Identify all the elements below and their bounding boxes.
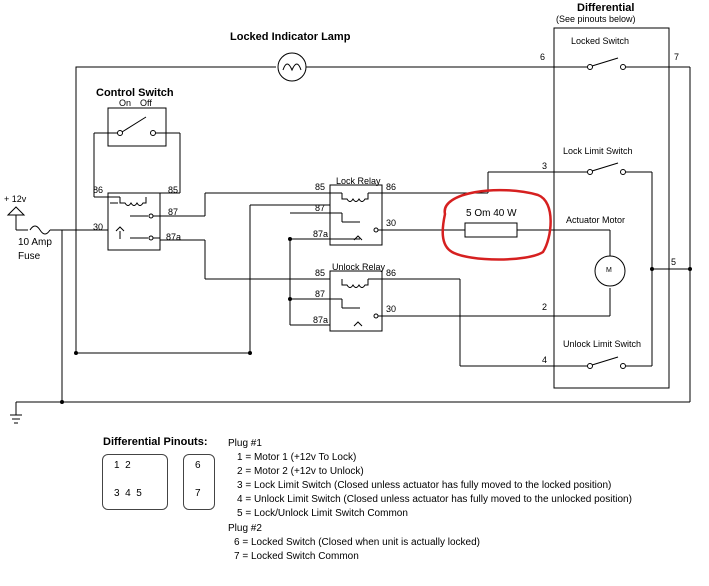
control-relay-pin-87a: 87a [166,232,182,242]
plug1-title: Plug #1 [228,438,262,449]
differential-title: Differential [577,2,635,14]
control-relay-pin-85: 85 [168,185,179,195]
plus12v-label: + 12v [4,194,27,204]
control-relay-pin-86: 86 [93,185,104,195]
lock-relay-pin-30: 30 [386,218,397,228]
plug1-line-4: 4 = Unlock Limit Switch (Closed unless a… [237,494,632,505]
control-switch-box [107,107,167,147]
control-switch-off: Off [140,98,152,108]
lock-relay-title: Lock Relay [336,176,381,186]
control-relay-pin-30: 30 [93,222,104,232]
fuse-label-1: 10 Amp [18,237,52,248]
lock-relay-pin-86: 86 [386,182,397,192]
pinouts-title: Differential Pinouts: [103,436,208,448]
connector-plug2 [183,454,215,510]
lock-relay-pin-87: 87 [315,203,326,213]
fuse-label-2: Fuse [18,251,41,262]
plug1-line-1: 1 = Motor 1 (+12v To Lock) [237,452,357,463]
resistor-label: 5 Om 40 W [466,208,517,219]
unlock-relay-pin-85: 85 [315,268,326,278]
plug2-line-1: 6 = Locked Switch (Closed when unit is a… [234,537,480,548]
lock-limit-switch-label: Lock Limit Switch [563,146,633,156]
plug1-line-2: 2 = Motor 2 (+12v to Unlock) [237,466,364,477]
lamp-label: Locked Indicator Lamp [230,31,351,43]
connector-plug2-row2: 7 [195,488,201,499]
motor-symbol [594,255,626,287]
wire-number-6: 6 [540,52,546,62]
connector-plug1 [102,454,168,510]
plug1-line-5: 5 = Lock/Unlock Limit Switch Common [237,508,408,519]
lock-relay-pin-87a: 87a [313,229,329,239]
lamp-symbol [277,52,307,82]
control-switch-on: On [119,98,132,108]
unlock-relay [329,270,383,332]
lock-relay [329,184,383,246]
motor-m-label: M [606,267,612,274]
connector-plug1-row1: 1 2 [114,460,131,471]
lock-relay-pin-85: 85 [315,182,326,192]
connector-plug1-row2: 3 4 5 [114,488,142,499]
unlock-relay-pin-87: 87 [315,289,326,299]
see-pinouts-label: (See pinouts below) [556,14,636,24]
wire-number-5: 5 [671,257,677,267]
unlock-relay-title: Unlock Relay [332,262,386,272]
plug2-line-2: 7 = Locked Switch Common [234,551,359,562]
actuator-motor-label: Actuator Motor [566,215,626,225]
unlock-relay-pin-86: 86 [386,268,397,278]
wire-number-2: 2 [542,302,548,312]
connector-plug2-row1: 6 [195,460,201,471]
locked-switch-label: Locked Switch [571,36,630,46]
lamp-wire [75,66,276,353]
unlock-relay-pin-30: 30 [386,304,397,314]
plug2-title: Plug #2 [228,523,262,534]
wire-number-3: 3 [542,161,548,171]
control-relay-pin-87: 87 [168,207,179,217]
resistor-highlight [441,188,552,261]
control-switch-title: Control Switch [96,87,174,99]
resistor [464,222,518,238]
unlock-limit-switch-label: Unlock Limit Switch [563,339,642,349]
plug1-line-3: 3 = Lock Limit Switch (Closed unless act… [237,480,612,491]
differential-box [553,27,670,389]
unlock-relay-pin-87a: 87a [313,315,329,325]
wire-number-7: 7 [674,52,680,62]
control-relay [107,192,161,251]
wire-number-4: 4 [542,355,548,365]
